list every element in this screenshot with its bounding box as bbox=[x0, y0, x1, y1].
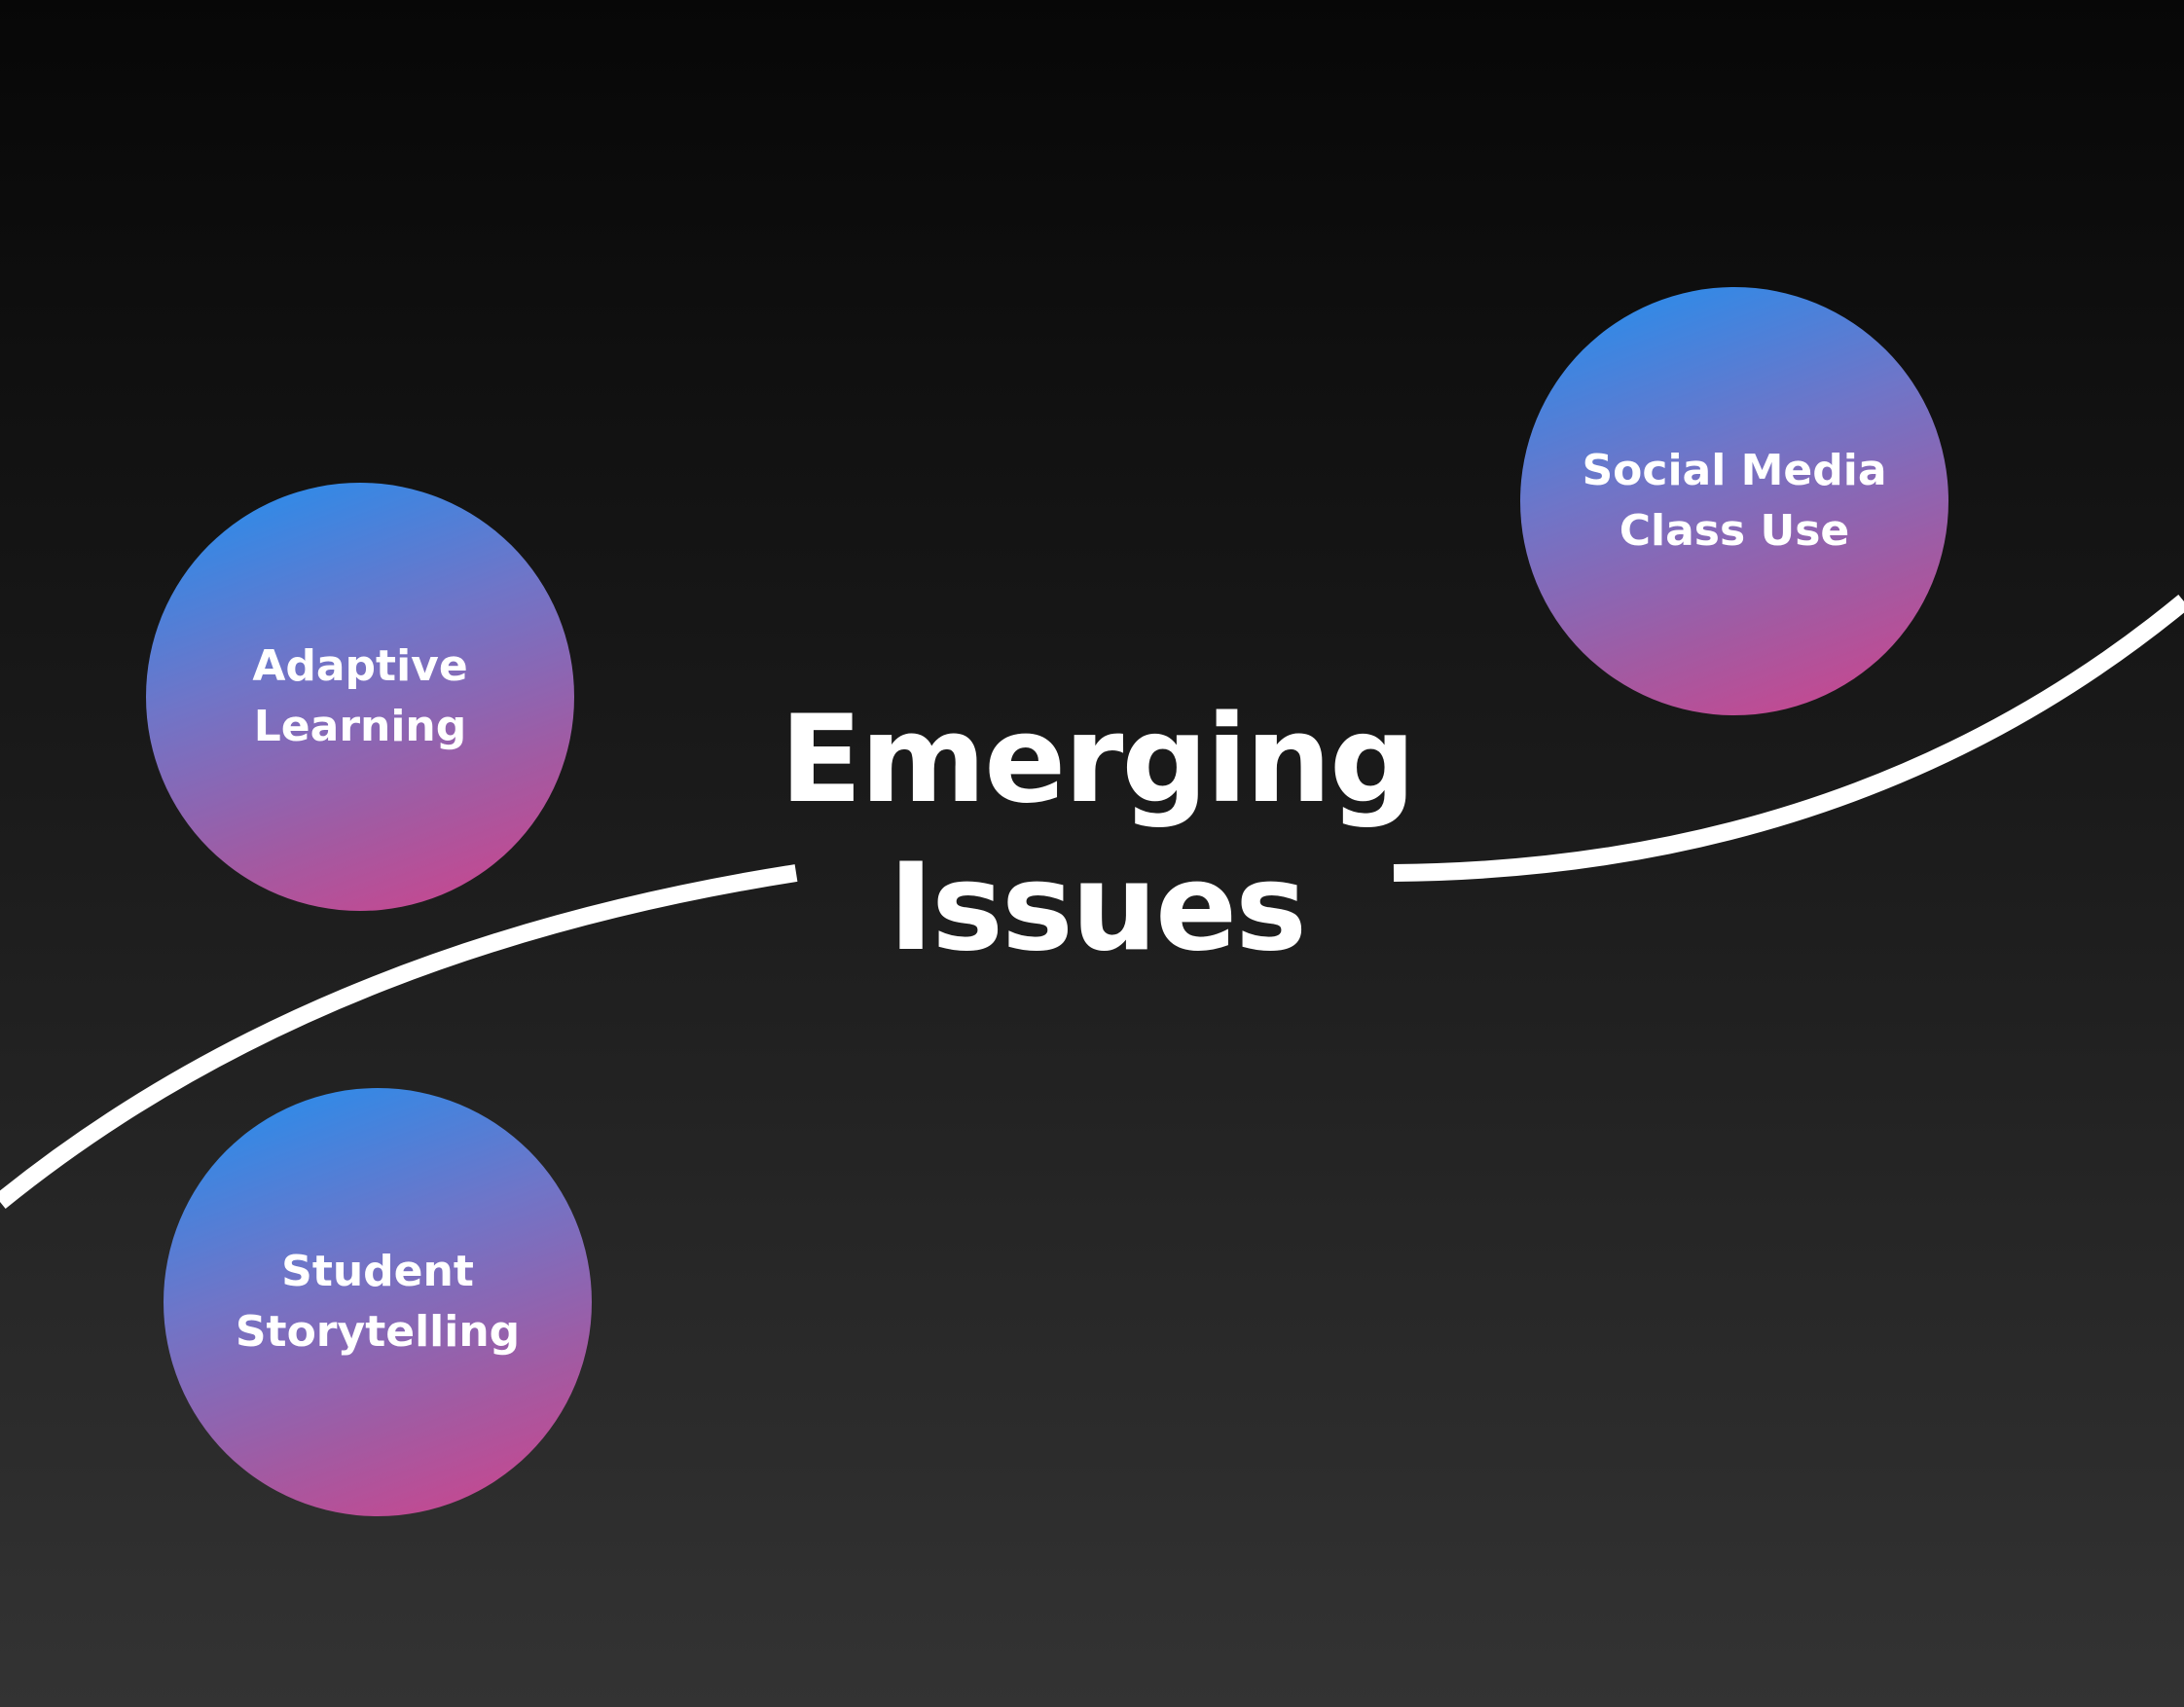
topic-bubble-social-media: Social Media Class Use bbox=[1520, 287, 1948, 715]
topic-label-line-2: Class Use bbox=[1619, 506, 1850, 556]
title-line-2: Issues bbox=[889, 838, 1307, 978]
topic-label-line-2: Storytelling bbox=[235, 1307, 521, 1357]
topic-label-line-1: Social Media bbox=[1582, 446, 1887, 495]
diagram-title: Emerging Issues bbox=[761, 686, 1433, 982]
topic-bubble-adaptive-learning: Adaptive Learning bbox=[146, 483, 574, 911]
topic-label-line-1: Adaptive bbox=[252, 641, 468, 691]
topic-label: Social Media Class Use bbox=[1582, 441, 1886, 562]
topic-label: Student Storytelling bbox=[236, 1242, 520, 1362]
topic-label-line-2: Learning bbox=[253, 702, 467, 751]
topic-bubble-student-storytelling: Student Storytelling bbox=[164, 1088, 592, 1516]
title-line-1: Emerging bbox=[780, 690, 1415, 830]
topic-label-line-1: Student bbox=[281, 1247, 474, 1296]
topic-label: Adaptive Learning bbox=[252, 636, 467, 757]
